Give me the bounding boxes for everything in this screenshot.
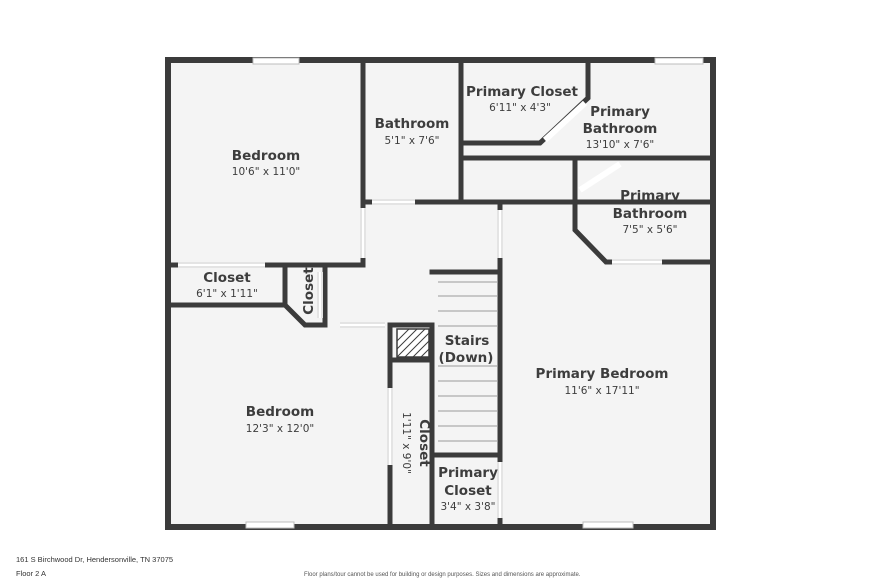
room-name-primary-closet-top: Primary Closet	[466, 84, 579, 100]
room-dims-bathroom: 5'1" x 7'6"	[384, 135, 439, 147]
address-text: 161 S Birchwood Dr, Hendersonville, TN 3…	[16, 555, 174, 564]
room-dims-closet-vertical: 1'11" x 9'0"	[400, 412, 412, 474]
room-name-bedroom-nw: Bedroom	[232, 148, 300, 164]
room-name-stairs-b: (Down)	[439, 350, 494, 366]
room-name-stairs-a: Stairs	[445, 333, 490, 349]
room-name-primary-bathroom-2b: Bathroom	[613, 206, 688, 222]
opening-edges	[178, 199, 662, 518]
hatched-column	[396, 328, 430, 358]
room-name-primary-closet-bottom-b: Closet	[444, 483, 492, 499]
room-dims-primary-closet-bottom: 3'4" x 3'8"	[440, 501, 495, 513]
room-dims-closet-w: 6'1" x 1'11"	[196, 288, 258, 300]
room-dims-primary-closet-top: 6'11" x 4'3"	[489, 102, 551, 114]
room-name-primary-bathroom-1a: Primary	[590, 104, 650, 120]
room-dims-primary-bathroom-1: 13'10" x 7'6"	[586, 139, 654, 151]
floor-area	[170, 62, 711, 525]
room-name-primary-closet-bottom-a: Primary	[438, 465, 498, 481]
floor-label: Floor 2 A	[16, 569, 47, 578]
room-name-primary-bathroom-2a: Primary	[620, 188, 680, 204]
room-name-primary-bathroom-1b: Bathroom	[583, 121, 658, 137]
room-name-bathroom: Bathroom	[375, 116, 450, 132]
windows	[245, 57, 704, 529]
room-dims-bedroom-sw: 12'3" x 12'0"	[246, 423, 314, 435]
room-dims-bedroom-nw: 10'6" x 11'0"	[232, 166, 300, 178]
disclaimer-text: Floor plans/tour cannot be used for buil…	[304, 572, 581, 578]
room-dims-primary-bathroom-2: 7'5" x 5'6"	[622, 224, 677, 236]
stair-treads	[438, 281, 498, 442]
room-name-closet-vertical: Closet	[416, 419, 432, 467]
openings	[178, 100, 662, 518]
room-name-closet-small: Closet	[301, 267, 317, 315]
room-name-primary-bedroom: Primary Bedroom	[536, 366, 669, 382]
room-name-bedroom-sw: Bedroom	[246, 404, 314, 420]
room-name-closet-w: Closet	[203, 270, 251, 286]
room-dims-primary-bedroom: 11'6" x 17'11"	[564, 385, 639, 397]
